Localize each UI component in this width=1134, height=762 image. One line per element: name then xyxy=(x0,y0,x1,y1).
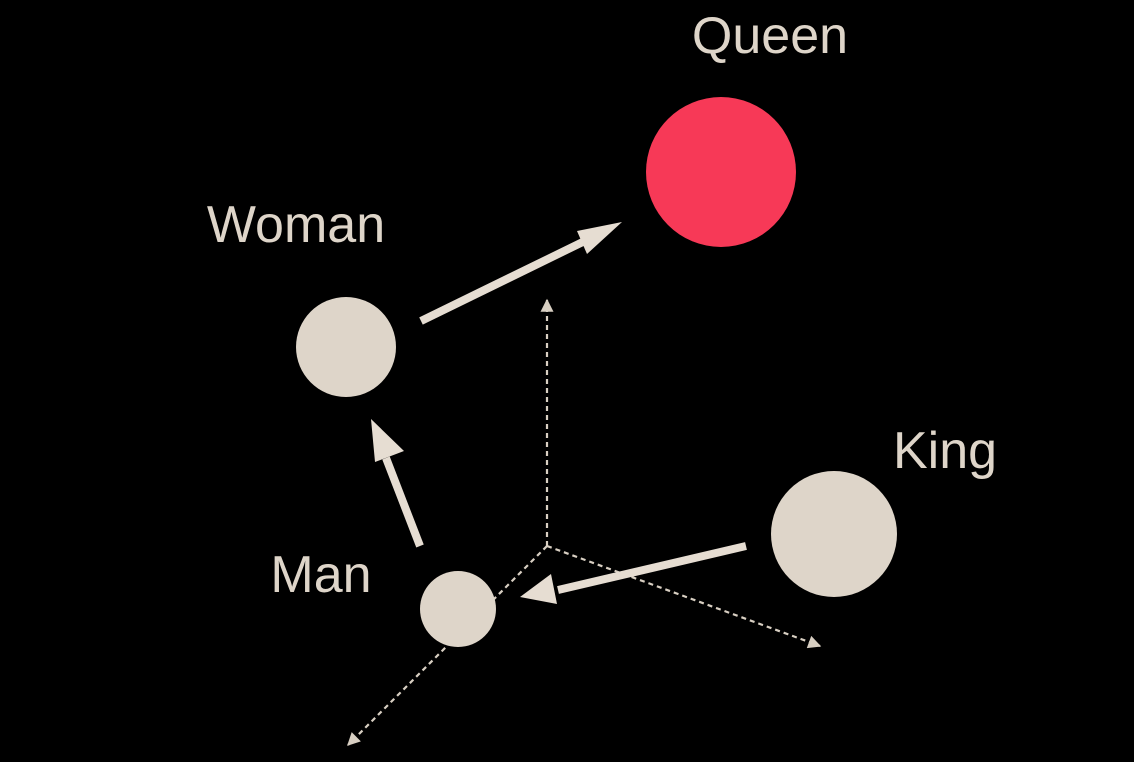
nodes xyxy=(296,97,897,647)
axis-right xyxy=(546,544,822,649)
axes xyxy=(347,298,822,746)
labels: Queen Woman King Man xyxy=(207,7,997,604)
woman-node xyxy=(296,297,396,397)
queen-label: Queen xyxy=(692,7,848,65)
arrow-king-to-man xyxy=(520,542,747,604)
woman-label: Woman xyxy=(207,196,385,254)
queen-node xyxy=(646,97,796,247)
man-node xyxy=(420,571,496,647)
vectors xyxy=(371,222,747,604)
king-node xyxy=(771,471,897,597)
man-label: Man xyxy=(270,546,371,604)
arrow-woman-to-queen xyxy=(419,222,622,325)
king-label: King xyxy=(893,422,997,480)
axis-down-left xyxy=(347,545,548,746)
arrow-man-to-woman xyxy=(371,419,424,548)
